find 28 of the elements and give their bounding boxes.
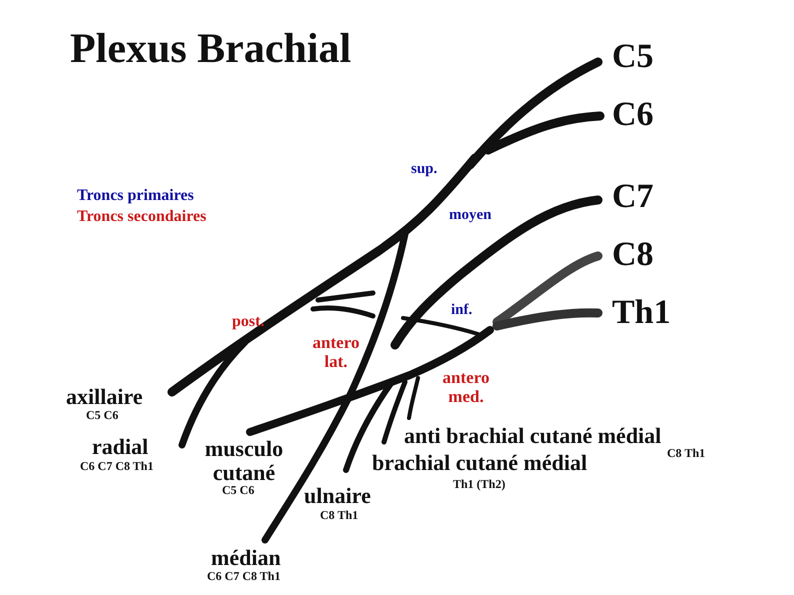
legend-text: Troncs secondaires [77,209,206,225]
root-label: Th1 [612,296,671,330]
segment-label: C5 C6 [222,484,254,496]
segment-label: C6 C7 C8 Th1 [207,570,280,582]
segment-label: C6 C7 C8 Th1 [80,460,154,472]
cord-label: antero med. [442,369,490,406]
trunk-label: sup. [411,162,438,177]
trunk-label: inf. [451,303,472,318]
nerve-label: radial [92,436,148,458]
cord-label: post. [232,314,264,330]
segment-label: Th1 (Th2) [453,478,506,490]
nerve-label: axillaire [66,386,143,408]
title: Plexus Brachial [70,28,352,70]
cord-label: antero lat. [312,334,360,372]
root-label: C8 [612,238,654,272]
nerve-label: anti brachial cutané médial [404,425,662,447]
nerve-label: musculo cutané [204,437,284,486]
nerve-label: brachial cutané médial [372,452,588,474]
trunk-label: moyen [449,208,492,223]
root-label: C5 [612,40,654,74]
root-label: C6 [612,98,654,132]
nerve-label: médian [211,547,281,569]
segment-label: C8 Th1 [320,509,358,521]
segment-label: C5 C6 [86,409,118,421]
segment-label: C8 Th1 [667,447,706,459]
legend-text: Troncs primaires [77,188,194,204]
nerve-label: ulnaire [304,485,371,507]
root-label: C7 [612,180,654,214]
